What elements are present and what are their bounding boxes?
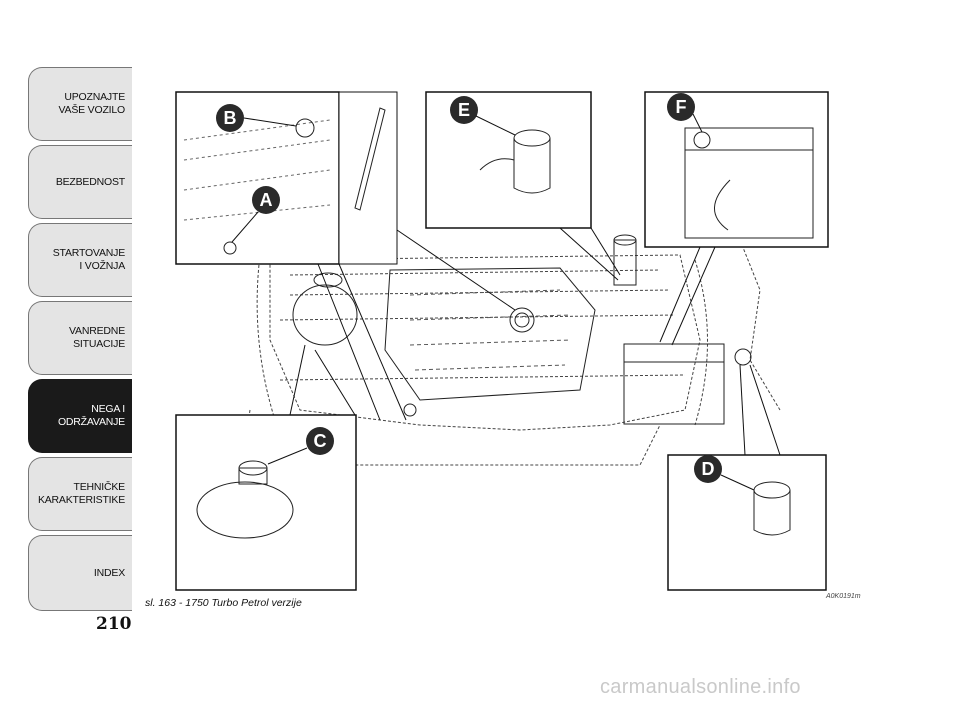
tab-label: BEZBEDNOST: [55, 175, 125, 188]
inset-d: [667, 454, 827, 591]
callout-d: [694, 455, 722, 483]
page-number: 210: [96, 614, 132, 634]
tab-tehnicke[interactable]: TEHNIČKE KARAKTERISTIKE: [28, 457, 132, 531]
callouts: B A E F C D: [216, 93, 755, 491]
callout-a-label: A: [260, 190, 273, 210]
callout-b-label: B: [224, 108, 237, 128]
tab-label: INDEX: [93, 566, 125, 579]
tab-label: TEHNIČKE KARAKTERISTIKE: [37, 481, 125, 506]
coolant-tank-c-icon: [196, 481, 294, 539]
tab-label: VANREDNE SITUACIJE: [69, 325, 125, 350]
inset-f: [644, 91, 829, 248]
dipstick-icon: [354, 107, 386, 211]
callout-f: [667, 93, 695, 121]
tab-nega[interactable]: NEGA I ODRŽAVANJE: [28, 379, 132, 453]
inset-b-a: [175, 91, 340, 265]
callout-d-label: D: [702, 459, 715, 479]
callout-c: [306, 427, 334, 455]
tab-bezbednost[interactable]: BEZBEDNOST: [28, 145, 132, 219]
oil-cap-b-icon: [295, 118, 315, 138]
callout-e: [450, 96, 478, 124]
tab-label: STARTOVANJE I VOŽNJA: [52, 247, 125, 272]
tab-upoznajte[interactable]: UPOZNAJTE VAŠE VOZILO: [28, 67, 132, 141]
tab-startovanje[interactable]: STARTOVANJE I VOŽNJA: [28, 223, 132, 297]
watermark: carmanualsonline.info: [600, 676, 801, 698]
engine-bay-illustration: B A E F C D: [175, 91, 829, 591]
engine-cover: [384, 267, 596, 401]
tab-label: UPOZNAJTE VAŠE VOZILO: [58, 91, 126, 116]
tab-index[interactable]: INDEX: [28, 535, 132, 611]
coolant-tank-icon: [292, 284, 358, 346]
figure-caption: sl. 163 - 1750 Turbo Petrol verzije: [145, 597, 302, 609]
callout-b: [216, 104, 244, 132]
callout-e-label: E: [458, 100, 470, 120]
callout-f-label: F: [676, 97, 687, 117]
callout-c-label: C: [314, 431, 327, 451]
figure-code: A0K0191m: [826, 593, 861, 600]
battery-icon: [623, 343, 725, 425]
tab-label: NEGA I ODRŽAVANJE: [57, 403, 125, 428]
callout-a: [252, 186, 280, 214]
brake-reservoir-icon: [513, 138, 551, 194]
oil-filler-cap-icon: [509, 307, 535, 333]
battery-f-icon: [684, 127, 814, 239]
tab-vanredne[interactable]: VANREDNE SITUACIJE: [28, 301, 132, 375]
washer-reservoir-icon: [753, 490, 791, 536]
dipstick-a-icon: [223, 241, 237, 255]
